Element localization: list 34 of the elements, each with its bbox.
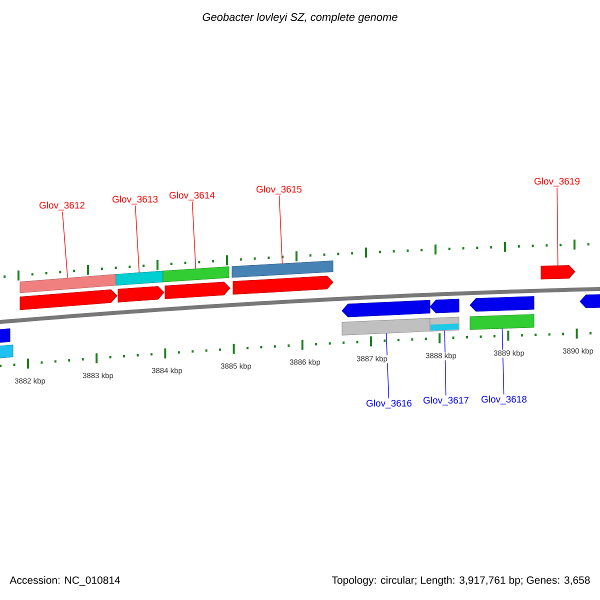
gene-label: Glov_3612 bbox=[40, 202, 84, 210]
leader-line bbox=[62, 211, 68, 278]
footer-text: Accession: NC_010814 bbox=[10, 576, 120, 586]
gene-bar bbox=[470, 314, 534, 330]
gene-block bbox=[232, 276, 334, 295]
leader-line bbox=[386, 332, 390, 399]
gene-bar bbox=[430, 316, 460, 332]
gene-bar bbox=[162, 266, 230, 282]
gene-label: Glov_3617 bbox=[424, 396, 468, 406]
leader-line bbox=[192, 201, 196, 270]
gene-bar bbox=[232, 260, 334, 278]
gene-bar bbox=[20, 274, 116, 294]
gene-label: Glov_3616 bbox=[366, 400, 412, 408]
leader-line bbox=[278, 195, 283, 264]
gene-block bbox=[540, 265, 576, 280]
leader-line bbox=[502, 328, 504, 395]
gene-block bbox=[118, 286, 164, 302]
leader-line bbox=[444, 330, 446, 396]
title: Geobacter lovleyi SZ, complete genome bbox=[202, 12, 398, 24]
gene-block bbox=[0, 328, 10, 344]
leader-line bbox=[556, 187, 558, 266]
gene-label: Glov_3613 bbox=[112, 196, 158, 204]
gene-label: Glov_3619 bbox=[534, 178, 580, 186]
gene-block bbox=[164, 282, 230, 300]
gene-label: Glov_3614 bbox=[170, 192, 215, 200]
gene-block bbox=[580, 294, 600, 308]
gene-label: Glov_3618 bbox=[482, 396, 527, 404]
footer-text: Topology: circular; Length: 3,917,761 bp; Genes: 3,658 bbox=[332, 576, 590, 586]
leader-line bbox=[134, 205, 140, 273]
gene-bar bbox=[0, 344, 14, 359]
gene-block bbox=[430, 298, 460, 314]
gene-bar bbox=[116, 270, 164, 286]
gene-label: Glov_3615 bbox=[256, 186, 302, 194]
gene-block bbox=[470, 296, 534, 312]
